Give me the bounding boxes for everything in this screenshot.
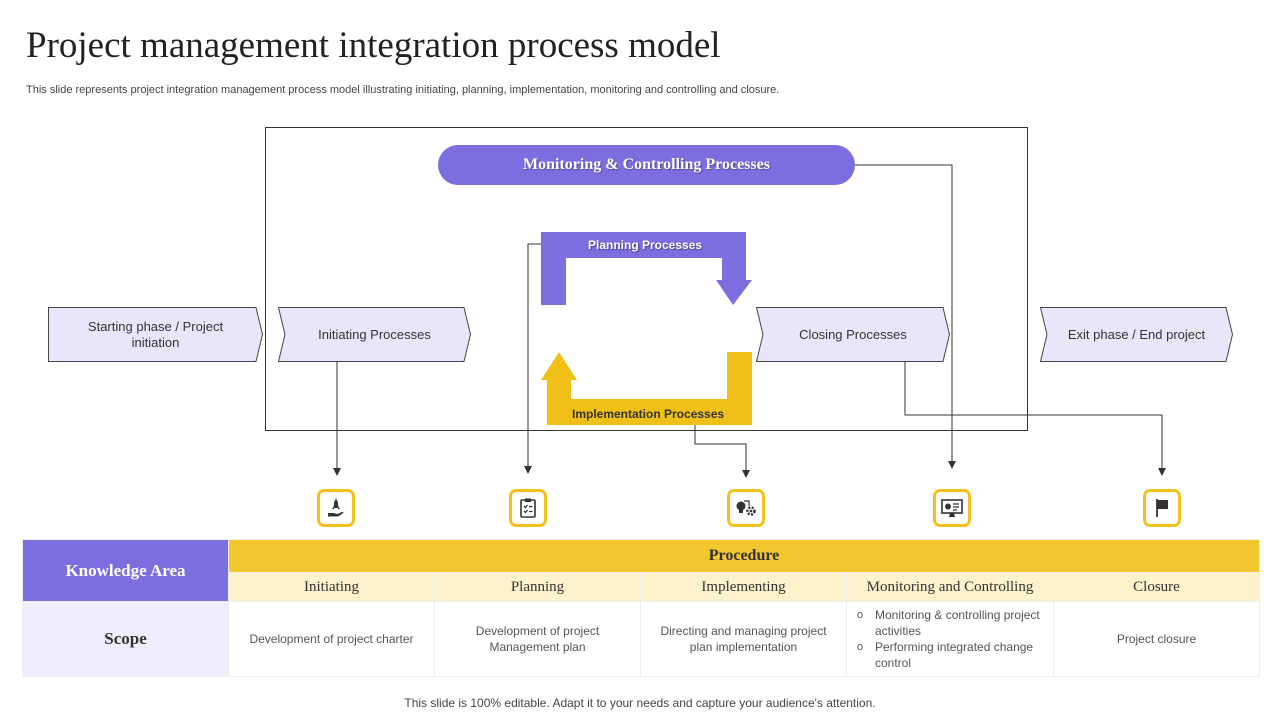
start-phase-box: Starting phase / Project initiation <box>48 307 263 362</box>
scope-implementing-text: Directing and managing project plan impl… <box>660 624 827 654</box>
implementation-label: Implementation Processes <box>572 407 725 421</box>
start-phase-label: Starting phase / Project initiation <box>87 318 224 350</box>
column-closure: Closure <box>1052 572 1261 602</box>
list-item: Performing integrated change control <box>857 639 1045 671</box>
implementation-connector <box>694 425 750 478</box>
scope-closure-text: Project closure <box>1116 632 1197 646</box>
monitoring-controlling-pill: Monitoring & Controlling Processes <box>438 145 855 185</box>
monitoring-label: Monitoring & Controlling Processes <box>523 156 770 173</box>
page-title: Project management integration process m… <box>26 25 721 66</box>
planning-label: Planning Processes <box>588 238 703 252</box>
process-frame <box>265 127 1028 431</box>
closing-label: Closing Processes <box>799 326 907 342</box>
scope-monitoring-list: Monitoring & controlling project activit… <box>847 607 1053 671</box>
scope-planning: Development of project Management plan <box>434 601 641 677</box>
scope-header: Scope <box>22 601 229 677</box>
scope-planning-text: Development of project Management plan <box>475 624 600 654</box>
rocket-hand-icon <box>317 489 355 527</box>
scope-initiating-text: Development of project charter <box>249 632 414 646</box>
page-subtitle: This slide represents project integratio… <box>26 84 780 96</box>
procedure-header: Procedure <box>227 539 1261 573</box>
exit-phase-box: Exit phase / End project <box>1040 307 1233 362</box>
footer-note: This slide is 100% editable. Adapt it to… <box>404 696 876 710</box>
monitor-chart-icon <box>933 489 971 527</box>
flag-icon <box>1143 489 1181 527</box>
column-initiating: Initiating <box>228 572 435 602</box>
initiating-label: Initiating Processes <box>318 326 431 342</box>
column-implementing: Implementing <box>640 572 847 602</box>
clipboard-checklist-icon <box>509 489 547 527</box>
column-monitoring: Monitoring and Controlling <box>846 572 1054 602</box>
scope-closure: Project closure <box>1052 601 1261 677</box>
closing-box: Closing Processes <box>756 307 950 362</box>
column-planning: Planning <box>434 572 641 602</box>
exit-phase-label: Exit phase / End project <box>1067 326 1206 342</box>
scope-implementing: Directing and managing project plan impl… <box>640 601 847 677</box>
knowledge-area-table: Knowledge Area Procedure Initiating Plan… <box>22 539 1261 677</box>
scope-initiating: Development of project charter <box>228 601 435 677</box>
scope-monitoring: Monitoring & controlling project activit… <box>846 601 1054 677</box>
list-item: Monitoring & controlling project activit… <box>857 607 1045 639</box>
knowledge-area-header: Knowledge Area <box>22 539 229 602</box>
bulb-gear-icon <box>727 489 765 527</box>
initiating-box: Initiating Processes <box>278 307 471 362</box>
